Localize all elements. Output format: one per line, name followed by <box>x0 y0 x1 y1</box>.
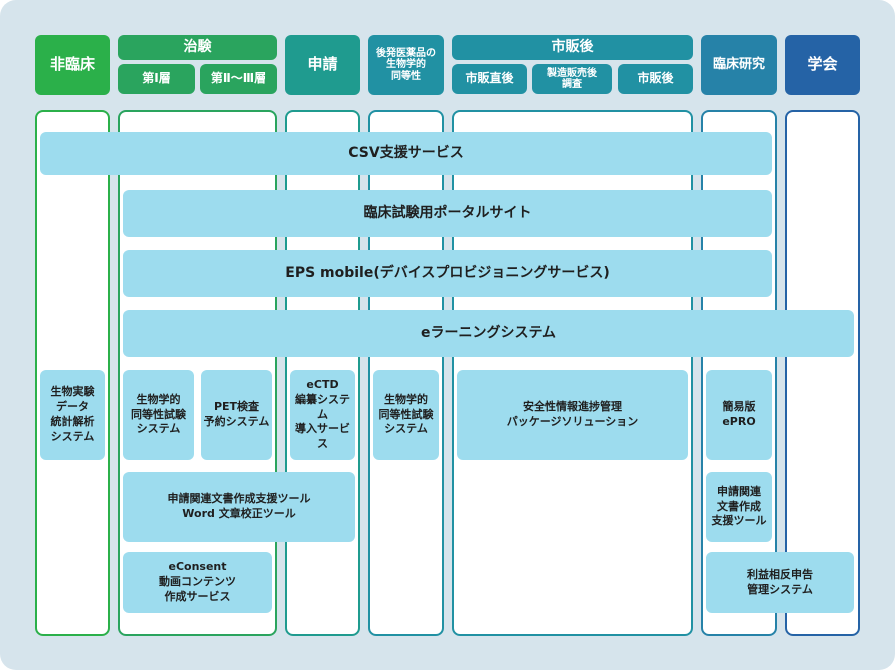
clinical-trial-portal: 臨床試験用ポータルサイト <box>123 190 772 237</box>
econsent-service: eConsent 動画コンテンツ 作成サービス <box>123 552 272 613</box>
bio-experiment-data-system: 生物実験 データ 統計解析 システム <box>40 370 105 460</box>
header-generic: 後発医薬品の 生物学的 同等性 <box>368 35 444 95</box>
coi-management-system: 利益相反申告 管理システム <box>706 552 854 613</box>
simple-epro: 簡易版 ePRO <box>706 370 772 460</box>
header-application: 申請 <box>285 35 360 95</box>
header-clinical-trial: 治験 <box>118 35 277 60</box>
header-manufacturing-survey: 製造販売後 調査 <box>532 64 612 94</box>
header-phase1: 第Ⅰ層 <box>118 64 195 94</box>
header-academic: 学会 <box>785 35 860 95</box>
elearning-system: eラーニングシステム <box>123 310 854 357</box>
header-post-marketing: 市販後 <box>452 35 693 60</box>
application-doc-tool: 申請関連文書作成支援ツール Word 文章校正ツール <box>123 472 355 542</box>
bioequivalence-system-trial: 生物学的 同等性試験 システム <box>123 370 194 460</box>
safety-progress-solution: 安全性情報進捗管理 パッケージソリューション <box>457 370 688 460</box>
header-non-clinical: 非臨床 <box>35 35 110 95</box>
pet-booking-system: PET検査 予約システム <box>201 370 272 460</box>
eps-mobile-service: EPS mobile(デバイスプロビジョニングサービス) <box>123 250 772 297</box>
csv-support-service: CSV支援サービス <box>40 132 772 175</box>
header-right-after: 市販直後 <box>452 64 527 94</box>
bioequivalence-system-generic: 生物学的 同等性試験 システム <box>373 370 439 460</box>
ectd-system: eCTD 編纂システム 導入サービス <box>290 370 355 460</box>
header-post-market: 市販後 <box>618 64 693 94</box>
application-doc-tool-small: 申請関連 文書作成 支援ツール <box>706 472 772 542</box>
header-phase23: 第Ⅱ〜Ⅲ層 <box>200 64 277 94</box>
header-clinical-research: 臨床研究 <box>701 35 777 95</box>
column-academic <box>785 110 860 636</box>
